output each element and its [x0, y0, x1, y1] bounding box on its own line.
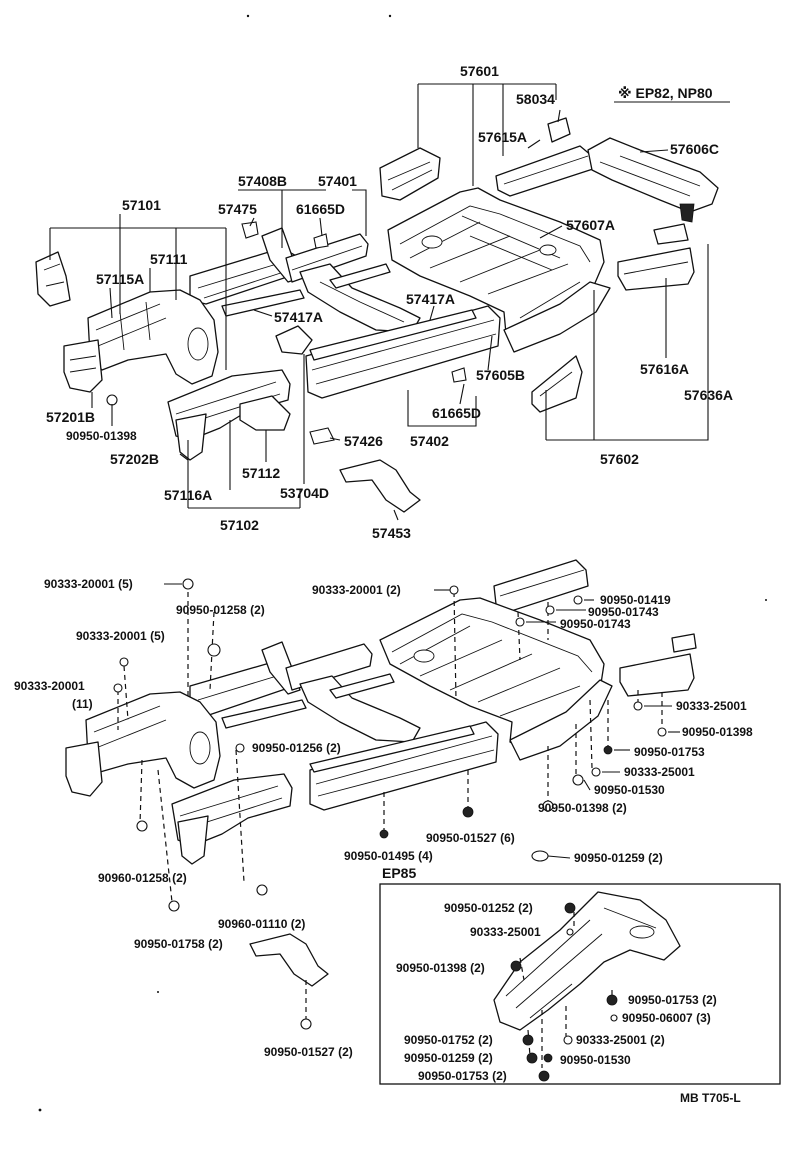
lower-assembled-drawings: [65, 559, 697, 987]
part-61665D-top: 61665D: [296, 201, 345, 217]
fastener-qty-11: (11): [72, 697, 93, 711]
fastener-90950-01419: 90950-01419: [600, 593, 671, 607]
fastener-90950-01758-2: 90950-01758 (2): [134, 937, 223, 951]
fastener-90950-01527-2: 90950-01527 (2): [264, 1045, 353, 1059]
brace-57453: [339, 459, 421, 513]
ep85-90950-01259-2: 90950-01259 (2): [404, 1051, 493, 1065]
ep85-title: EP85: [382, 865, 416, 881]
rocker-57402: [305, 305, 501, 399]
upper-parts-drawings: [35, 117, 719, 513]
bracket-57602: [531, 355, 583, 413]
member-57616A: [617, 247, 695, 291]
part-57607A: 57607A: [566, 217, 615, 233]
fastener-90333-20001-2: 90333-20001 (2): [312, 583, 401, 597]
member-57615A: [495, 145, 597, 197]
fastener-90950-01398-b: 90950-01398: [682, 725, 753, 739]
part-57602: 57602: [600, 451, 639, 467]
lower-fastener-guides: [113, 578, 680, 1030]
part-57201B: 57201B: [46, 409, 95, 425]
fastener-90950-01398-top: 90950-01398: [66, 429, 137, 443]
figure-code: MB T705-L: [680, 1091, 741, 1105]
ep85-inset: EP85 90950-01252 (2) 90333-25001 90950-0…: [379, 865, 781, 1085]
bracket-57202B: [175, 413, 207, 461]
part-61665D-mid: 61665D: [432, 405, 481, 421]
part-57601: 57601: [460, 63, 499, 79]
fastener-90950-01495-4: 90950-01495 (4): [344, 849, 433, 863]
bracket-57101-left: [35, 251, 71, 307]
fastener-90950-01527-6: 90950-01527 (6): [426, 831, 515, 845]
ep85-frame: [379, 883, 781, 1085]
fastener-90333-20001-11: 90333-20001: [14, 679, 85, 693]
ep85-90950-06007-3: 90950-06007 (3): [622, 1011, 711, 1025]
fastener-90950-01753: 90950-01753: [634, 745, 705, 759]
part-57401: 57401: [318, 173, 357, 189]
part-57116A: 57116A: [164, 487, 212, 503]
nut-61665D-mid: [451, 367, 467, 383]
part-57417A-lower: 57417A: [274, 309, 323, 325]
bracket-57116A: [239, 395, 291, 431]
fastener-90950-01530: 90950-01530: [594, 783, 665, 797]
part-57453: 57453: [372, 525, 411, 541]
part-57616A: 57616A: [640, 361, 689, 377]
bracket-57636A: [653, 223, 689, 245]
part-57636A: 57636A: [684, 387, 733, 403]
fastener-90950-01256-2: 90950-01256 (2): [252, 741, 341, 755]
part-57408B: 57408B: [238, 173, 287, 189]
bracket-57601: [379, 147, 441, 201]
lower-labels: 90333-20001 (5) 90950-01258 (2) 90333-20…: [14, 577, 753, 1059]
part-57426: 57426: [344, 433, 383, 449]
ep85-90950-01752-2: 90950-01752 (2): [404, 1033, 493, 1047]
ep85-90950-01398-2: 90950-01398 (2): [396, 961, 485, 975]
part-57605B: 57605B: [476, 367, 525, 383]
models-note: ※ EP82, NP80: [618, 85, 713, 101]
part-57111: 57111: [150, 251, 188, 267]
part-57402: 57402: [410, 433, 449, 449]
part-53704D: 53704D: [280, 485, 329, 501]
ep85-90950-01252-2: 90950-01252 (2): [444, 901, 533, 915]
ep85-90950-01530: 90950-01530: [560, 1053, 631, 1067]
fastener-90950-01398-2: 90950-01398 (2): [538, 801, 627, 815]
ep85-90950-01753-2a: 90950-01753 (2): [628, 993, 717, 1007]
upper-labels: 57601 58034 ※ EP82, NP80 57615A 57606C 5…: [46, 63, 733, 541]
fastener-90333-20001-5b: 90333-20001 (5): [76, 629, 165, 643]
fastener-90950-01258-2: 90950-01258 (2): [176, 603, 265, 617]
part-57417A-upper: 57417A: [406, 291, 455, 307]
part-58034: 58034: [516, 91, 555, 107]
ep85-90333-25001: 90333-25001: [470, 925, 541, 939]
bracket-58034: [547, 117, 571, 143]
fastener-90333-25001-a: 90333-25001: [676, 699, 747, 713]
part-57606C: 57606C: [670, 141, 719, 157]
part-57475: 57475: [218, 201, 257, 217]
part-57615A: 57615A: [478, 129, 527, 145]
fastener-90950-01743-a: 90950-01743: [588, 605, 659, 619]
fastener-90333-20001-5a: 90333-20001 (5): [44, 577, 133, 591]
part-57101: 57101: [122, 197, 161, 213]
fastener-90960-01258-2: 90960-01258 (2): [98, 871, 187, 885]
fastener-90333-25001-b: 90333-25001: [624, 765, 695, 779]
clip-57475: [241, 221, 259, 239]
bracket-53704D: [275, 325, 313, 355]
ep85-90950-01753-2b: 90950-01753 (2): [418, 1069, 507, 1083]
part-57115A: 57115A: [96, 271, 144, 287]
part-57112: 57112: [242, 465, 280, 481]
fastener-90950-01743-b: 90950-01743: [560, 617, 631, 631]
ep85-90333-25001-2: 90333-25001 (2): [576, 1033, 665, 1047]
nut-61665D-top: [313, 233, 329, 249]
clip-57426: [309, 427, 335, 445]
part-57102: 57102: [220, 517, 259, 533]
upper-leader-lines: [49, 83, 730, 521]
bracket-57201B: [63, 339, 103, 393]
fastener-90950-01259-2: 90950-01259 (2): [574, 851, 663, 865]
fastener-90960-01110-2: 90960-01110 (2): [218, 917, 305, 931]
part-57202B: 57202B: [110, 451, 159, 467]
